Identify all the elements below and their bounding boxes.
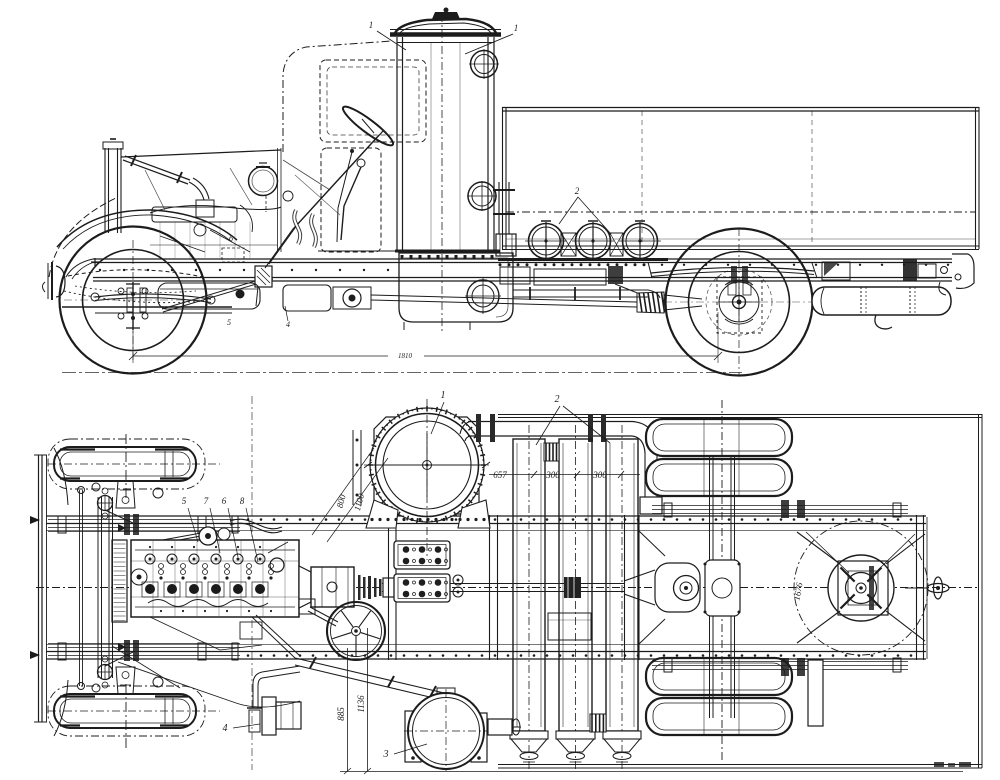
- svg-text:1676: 1676: [792, 581, 805, 601]
- svg-text:800: 800: [335, 493, 348, 509]
- svg-text:300: 300: [545, 470, 560, 480]
- svg-text:2: 2: [575, 186, 580, 196]
- svg-text:6: 6: [222, 496, 227, 506]
- svg-text:1: 1: [369, 20, 374, 30]
- svg-text:1100: 1100: [352, 492, 366, 512]
- svg-text:6: 6: [229, 234, 233, 243]
- svg-text:5: 5: [227, 318, 231, 327]
- svg-text:1810: 1810: [398, 352, 413, 360]
- svg-text:3: 3: [383, 749, 389, 760]
- svg-text:1: 1: [441, 390, 446, 401]
- svg-text:8: 8: [240, 496, 245, 506]
- svg-text:1: 1: [514, 23, 519, 33]
- svg-text:4: 4: [223, 723, 228, 734]
- svg-text:7: 7: [204, 496, 209, 506]
- svg-text:885: 885: [336, 707, 346, 721]
- svg-text:300: 300: [592, 470, 607, 480]
- svg-text:5: 5: [182, 496, 187, 506]
- svg-text:2: 2: [555, 394, 560, 405]
- svg-text:1136: 1136: [356, 695, 366, 713]
- svg-text:657: 657: [493, 470, 507, 480]
- svg-text:4: 4: [286, 320, 290, 329]
